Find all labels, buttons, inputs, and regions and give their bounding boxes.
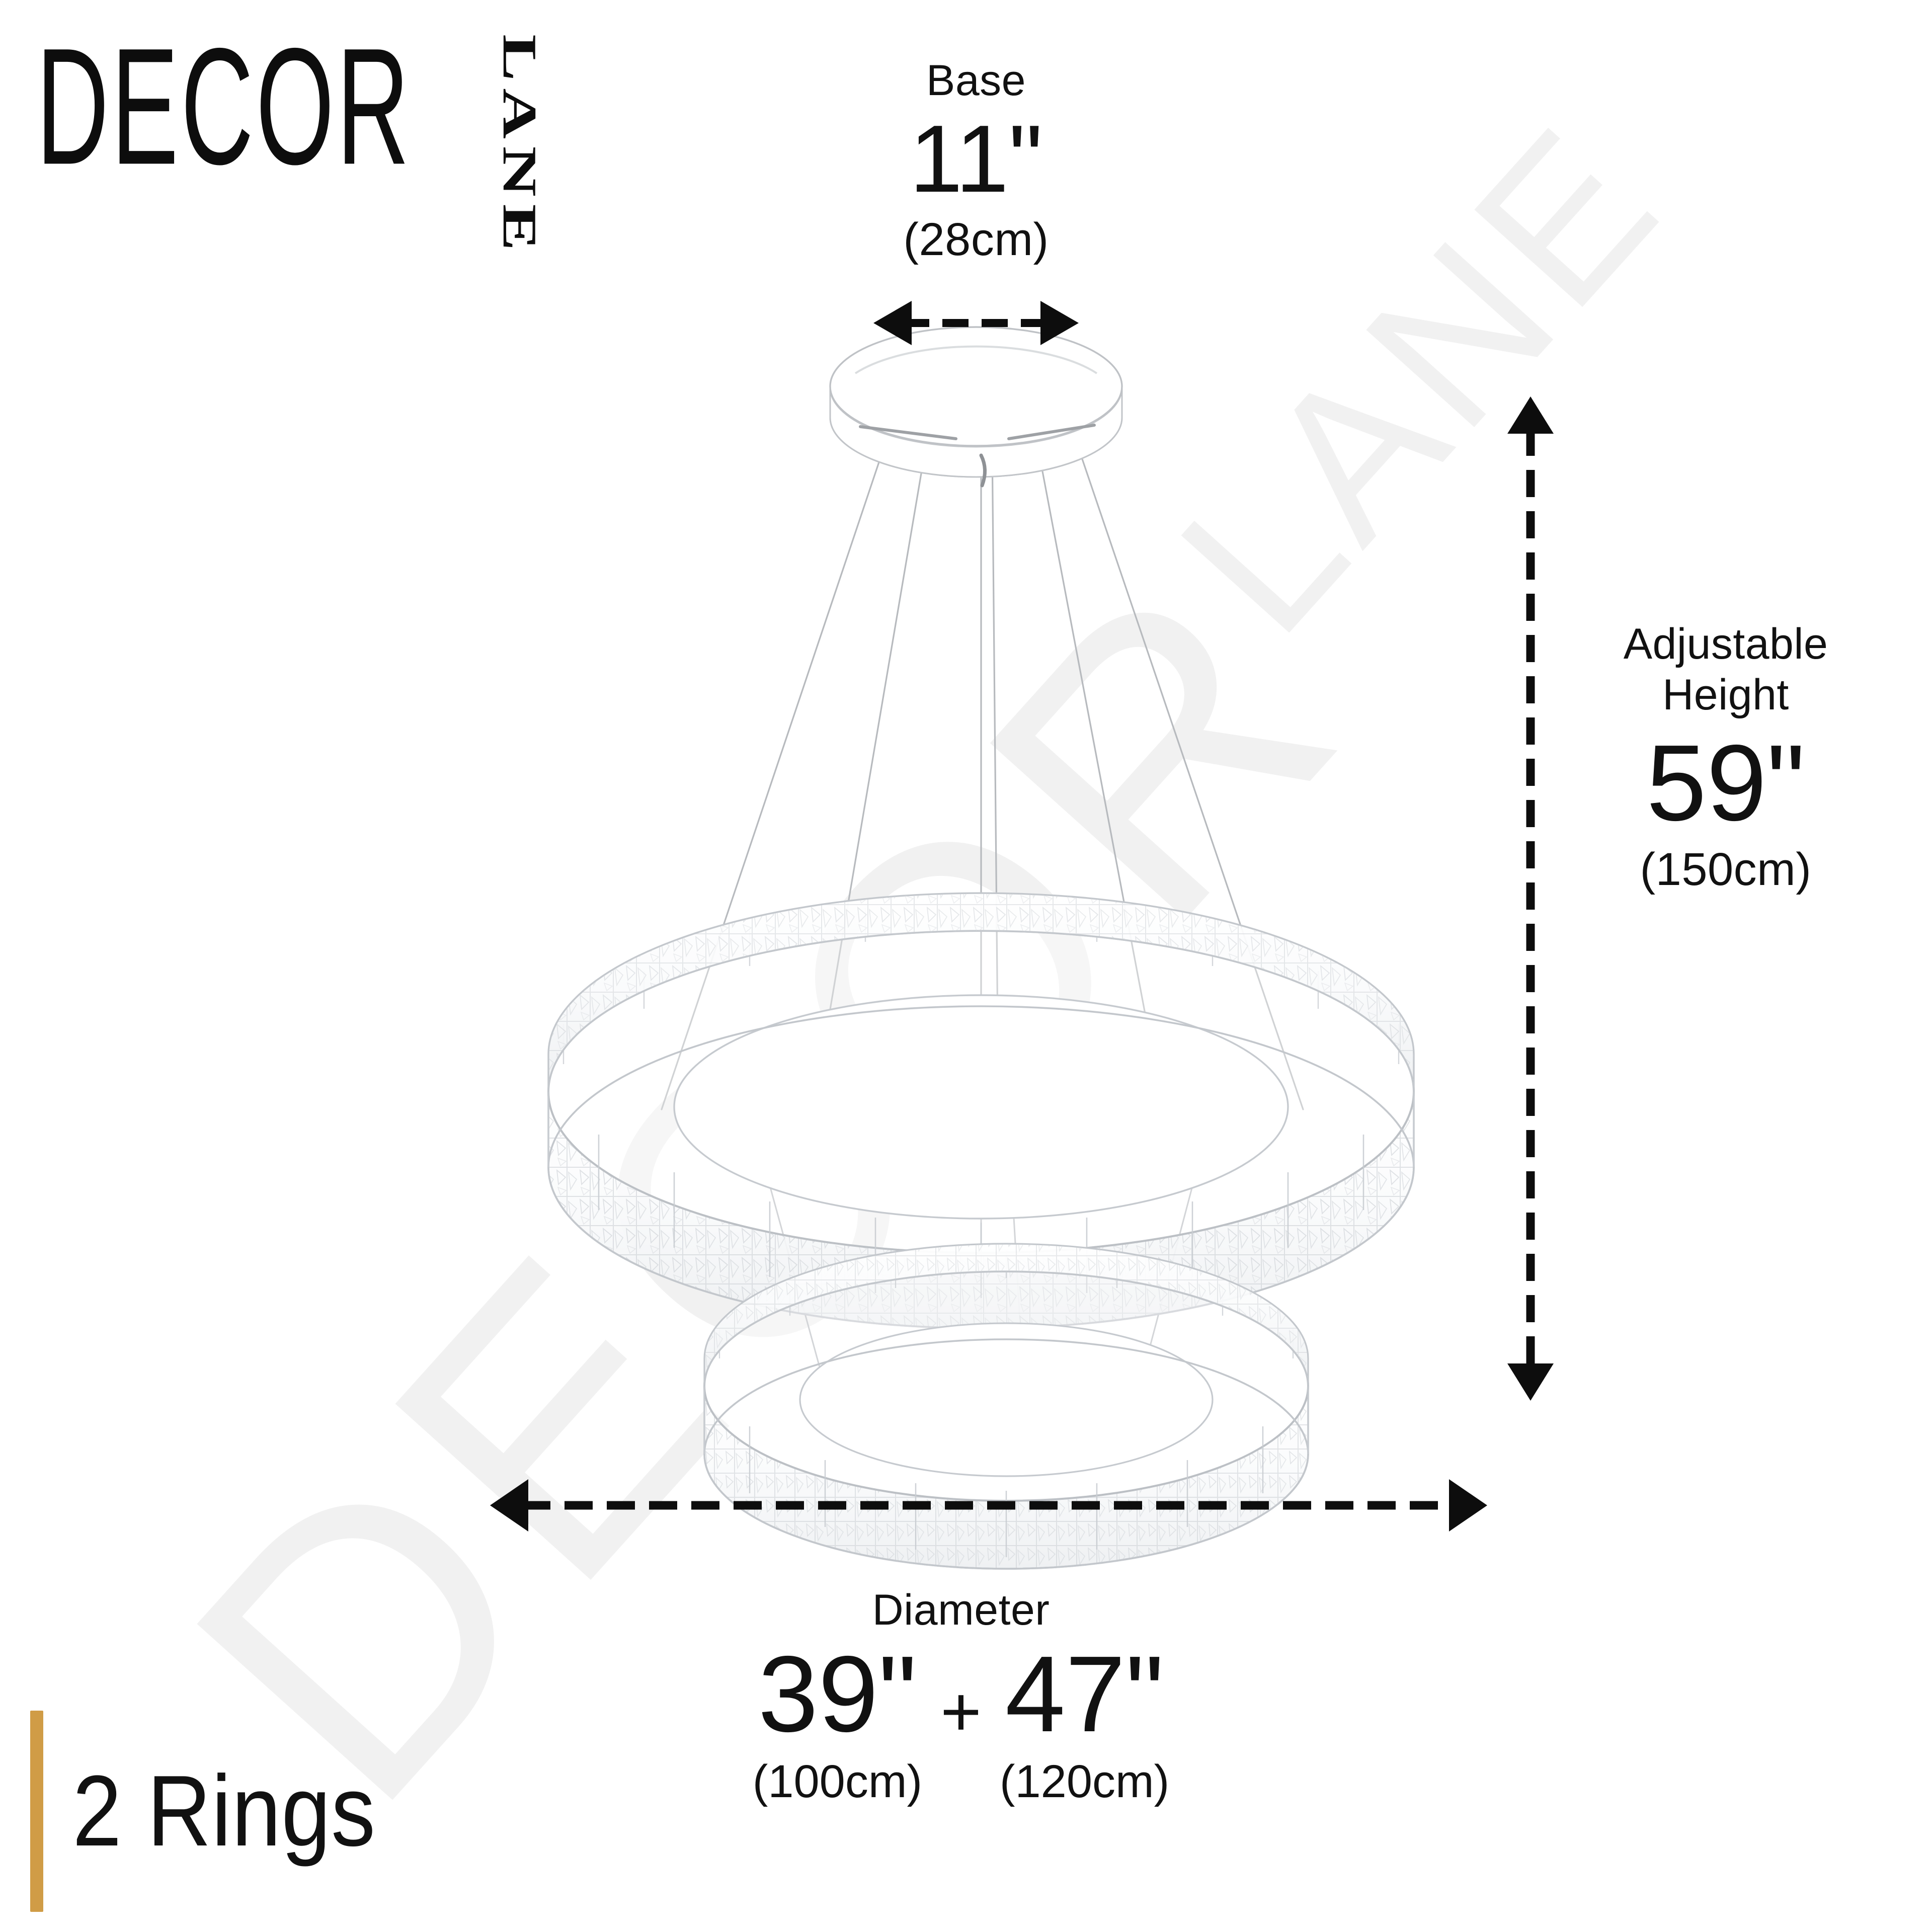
- base-value-cm: (28cm): [903, 213, 1049, 265]
- diameter-label-text: Diameter: [872, 1586, 1050, 1634]
- diameter-ring-1: 39" (100cm): [753, 1640, 922, 1809]
- accent-bar: [30, 1711, 43, 1912]
- diameter-ring-2-inches: 47": [1005, 1633, 1164, 1755]
- diameter-values-row: 39" (100cm) + 47" (120cm): [684, 1640, 1238, 1809]
- ceiling-canopy: [829, 326, 1123, 488]
- base-dimension-label: Base 11" (28cm): [825, 55, 1127, 267]
- diameter-separator: +: [940, 1672, 982, 1751]
- suspension-cables: [661, 442, 1304, 1158]
- diameter-ring-1-inches: 39": [758, 1633, 917, 1755]
- base-dimension-arrow: [873, 301, 1079, 345]
- height-label-line2: Height: [1662, 671, 1789, 719]
- crystal-ring-lower: [703, 1243, 1309, 1570]
- height-value-cm: (150cm): [1640, 843, 1812, 895]
- diameter-dimension-arrow: [490, 1479, 1487, 1532]
- crystal-ring-upper: [547, 892, 1415, 1329]
- diameter-ring-1-cm: (100cm): [752, 1756, 923, 1808]
- brand-logo: DECOR LANE: [36, 14, 547, 258]
- height-value-inches: 59": [1646, 721, 1805, 843]
- variant-label-text: 2 Rings: [72, 1755, 376, 1867]
- diameter-ring-2: 47" (120cm): [1000, 1640, 1169, 1809]
- height-dimension-arrow: [1507, 396, 1554, 1401]
- logo-lane-text: LANE: [493, 34, 547, 258]
- diameter-dimension-label: Diameter 39" (100cm) + 47" (120cm): [684, 1585, 1238, 1810]
- logo-decor-text: DECOR: [36, 14, 412, 199]
- diameter-ring-2-cm: (120cm): [999, 1756, 1170, 1808]
- height-dimension-label: Adjustable Height 59" (150cm): [1565, 619, 1887, 897]
- base-label-text: Base: [926, 56, 1026, 105]
- base-value-inches: 11": [909, 106, 1043, 213]
- height-label-line1: Adjustable: [1623, 620, 1828, 668]
- variant-badge: 2 Rings: [30, 1711, 417, 1912]
